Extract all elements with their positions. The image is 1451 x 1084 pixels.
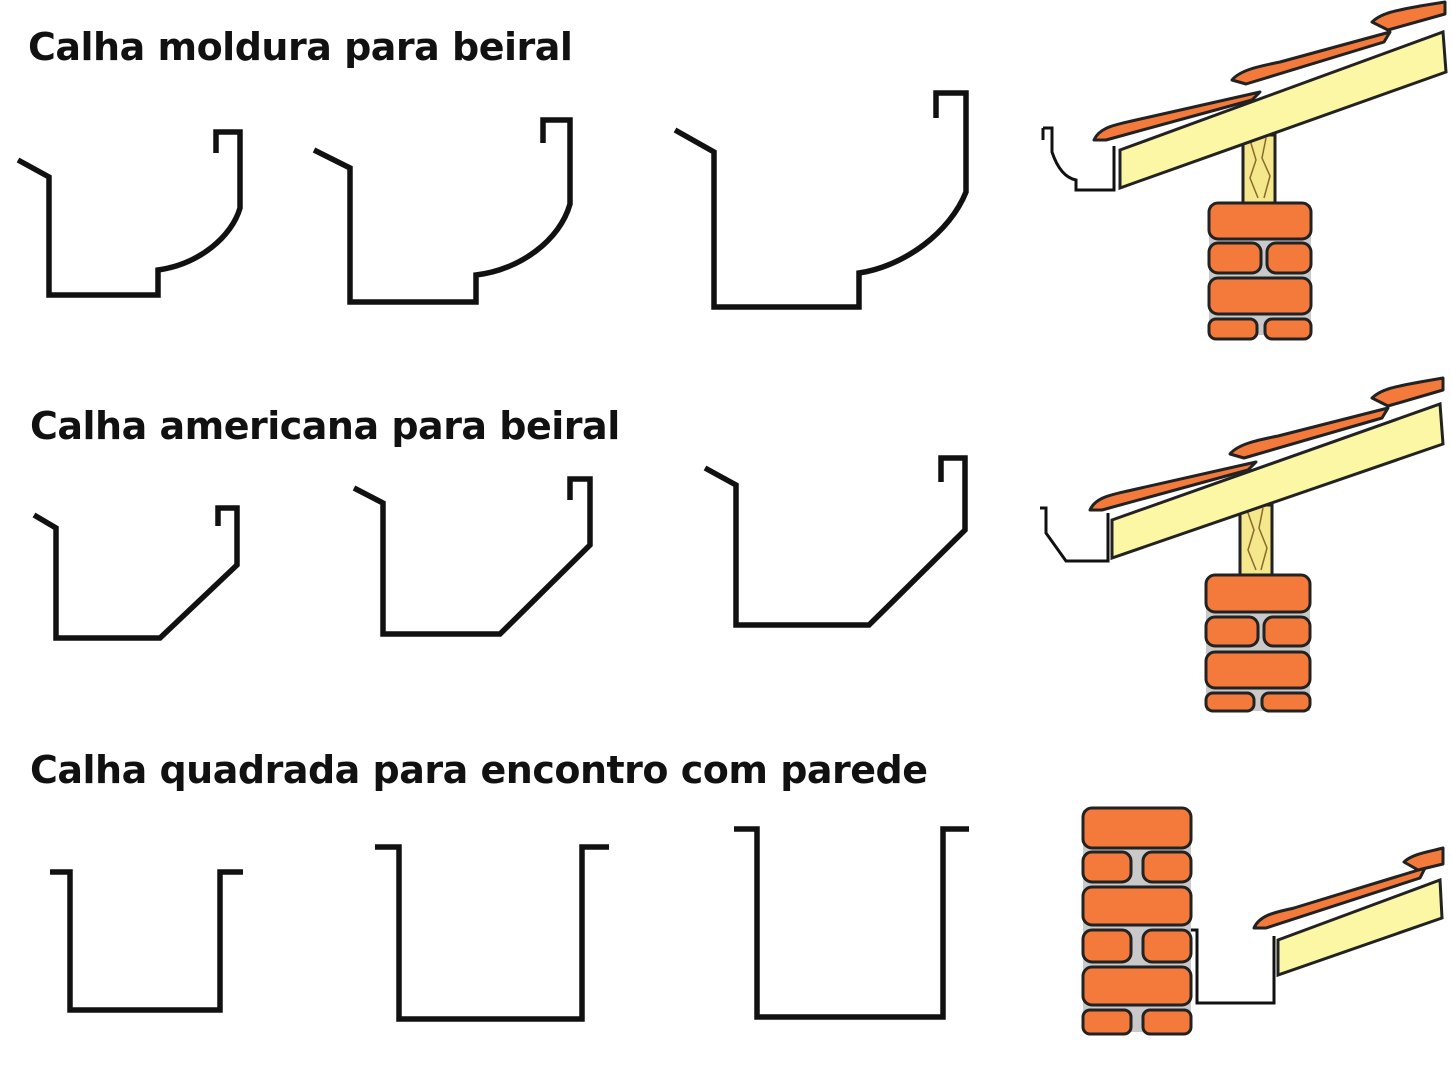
- quadrada-profiles: [50, 826, 969, 1022]
- installation-illustration-quadrada: [1081, 806, 1445, 1036]
- moldura-profile-small: [16, 129, 243, 298]
- section-title-calha-quadrada: Calha quadrada para encontro com parede: [30, 748, 928, 792]
- americana-profiles: [32, 455, 968, 641]
- quadrada-profile-small: [50, 869, 243, 1013]
- americana-profile-medium: [352, 476, 593, 637]
- moldura-profile-medium: [312, 117, 573, 305]
- quadrada-profile-large: [734, 826, 969, 1020]
- quadrada-profile-medium: [375, 844, 609, 1022]
- americana-profile-large: [703, 455, 968, 628]
- small-moldura-gutter: [1043, 126, 1116, 192]
- moldura-profiles: [16, 90, 969, 310]
- section-title-calha-americana: Calha americana para beiral: [30, 404, 620, 448]
- moldura-profile-large: [673, 90, 969, 310]
- section-title-calha-moldura: Calha moldura para beiral: [28, 25, 573, 69]
- americana-profile-small: [32, 505, 240, 641]
- small-quadrada-gutter: [1191, 928, 1276, 1005]
- installation-illustration-moldura: [1041, 0, 1448, 341]
- small-americana-gutter: [1040, 506, 1110, 563]
- installation-illustration-americana: [1040, 376, 1445, 713]
